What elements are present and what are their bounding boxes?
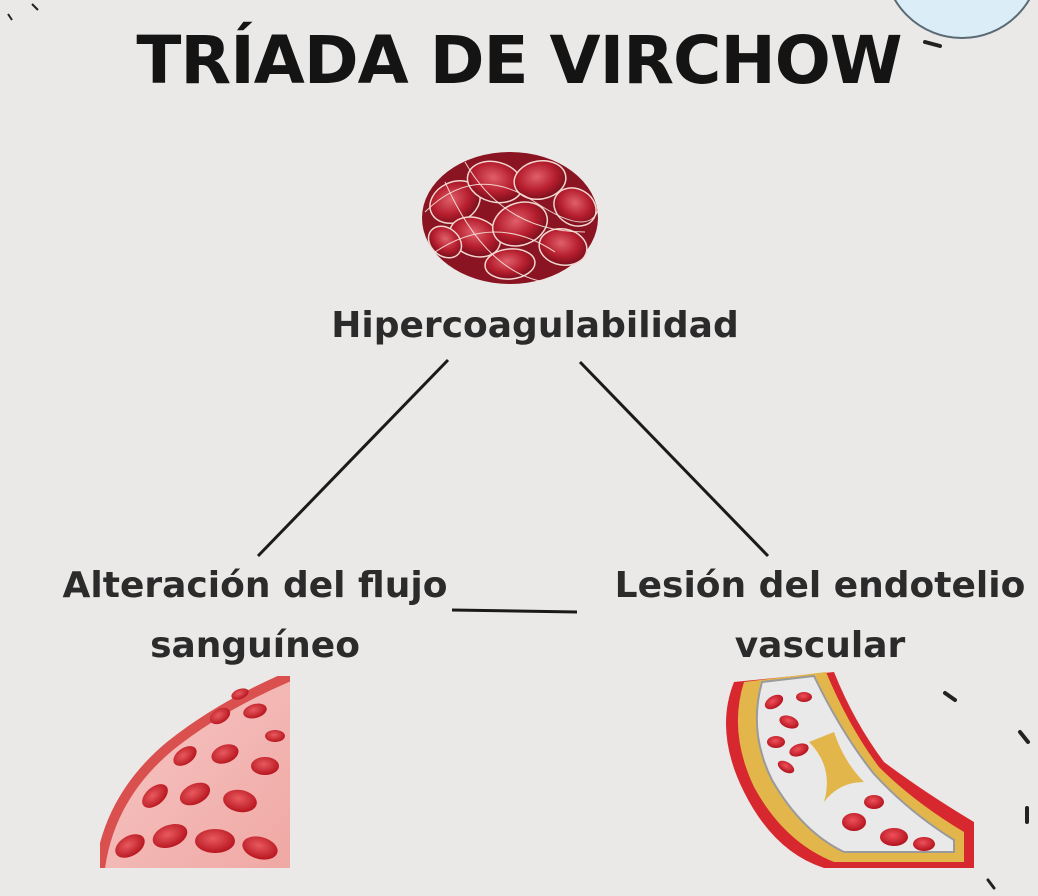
bubble-decoration <box>893 0 1031 39</box>
node-left-text: Alteración del flujo sanguíneo <box>62 565 448 666</box>
node-alteracion-flujo: Alteración del flujo sanguíneo <box>30 556 480 676</box>
atherosclerotic-vessel-icon <box>726 672 974 868</box>
connector-left-right <box>451 608 578 614</box>
page-title: TRÍADA DE VIRCHOW <box>136 22 902 99</box>
node-lesion-endotelio: Lesión del endotelio vascular <box>585 556 1038 676</box>
node-right-text: Lesión del endotelio vascular <box>614 565 1026 666</box>
connector-top-right <box>578 360 770 558</box>
node-hipercoagulabilidad: Hipercoagulabilidad <box>331 305 739 346</box>
connector-top-left <box>256 358 450 558</box>
blood-clot-icon <box>422 152 601 284</box>
blood-vessel-flow-icon <box>100 676 290 868</box>
